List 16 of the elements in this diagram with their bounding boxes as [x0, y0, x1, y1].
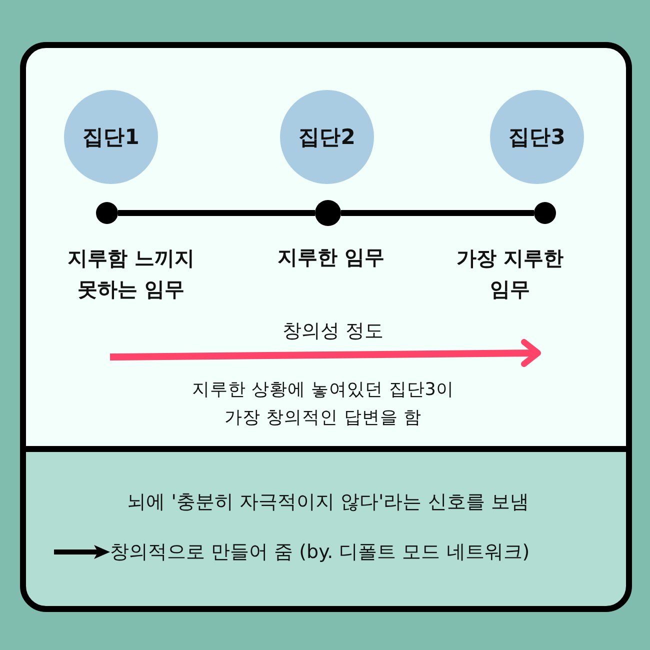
task-label: 가장 지루한 임무: [456, 245, 564, 303]
axis-label: 창의성 정도: [281, 319, 385, 344]
group-label: 집단1: [82, 124, 140, 151]
timeline-line: [118, 210, 315, 216]
task-label: 지루한 임무: [276, 244, 386, 271]
result-text: 지루한 상황에 놓여있던 집단3이 가장 창의적인 답변을 함: [191, 379, 455, 430]
arrow: [54, 545, 110, 559]
group-label: 집단2: [298, 124, 356, 151]
timeline-line: [341, 210, 534, 216]
timeline-dot: [96, 202, 118, 224]
effect-text: 창의적으로 만들어 줌 (by. 디폴트 모드 네트워크): [110, 538, 624, 566]
signal-text: 뇌에 '충분히 자극적이지 않다'라는 신호를 보냄: [126, 490, 530, 515]
group-label: 집단3: [508, 124, 566, 151]
timeline-dot: [534, 202, 556, 224]
timeline-dot: [315, 200, 341, 226]
task-label: 지루함 느끼지 못하는 임무: [66, 245, 196, 303]
